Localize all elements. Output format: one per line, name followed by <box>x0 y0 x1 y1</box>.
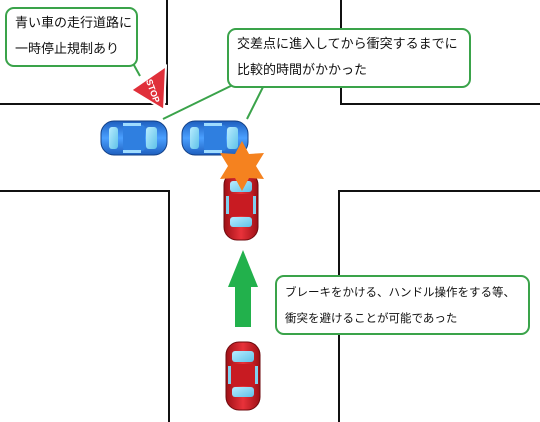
collision-timing-line-1: 交差点に進入してから衝突するまでに <box>237 37 458 52</box>
avoidance-callout: ブレーキをかける、ハンドル操作をする等、 衝突を避けることが可能であった <box>275 275 530 335</box>
stop-sign-icon: STOP <box>129 64 168 112</box>
road-edge-top-left <box>0 0 168 105</box>
collision-timing-line-2: 比較的時間がかかった <box>237 63 368 78</box>
road-edge-bottom-right <box>338 190 540 422</box>
collision-timing-callout: 交差点に進入してから衝突するまでに 比較的時間がかかった <box>227 28 471 88</box>
avoidance-line-1: ブレーキをかける、ハンドル操作をする等、 <box>285 285 515 299</box>
forward-arrow-icon <box>228 250 258 327</box>
avoidance-line-2: 衝突を避けることが可能であった <box>285 311 458 325</box>
stop-regulation-line-1: 青い車の走行道路に <box>15 16 133 31</box>
stop-regulation-line-2: 一時停止規制あり <box>15 42 120 57</box>
red-car-approaching <box>225 341 261 411</box>
road-edge-bottom-left <box>0 190 170 422</box>
stop-regulation-callout: 青い車の走行道路に 一時停止規制あり <box>5 7 138 67</box>
collision-star-icon <box>220 141 264 191</box>
blue-car-earlier <box>100 120 168 156</box>
collision-pointer-line-left <box>162 80 242 120</box>
